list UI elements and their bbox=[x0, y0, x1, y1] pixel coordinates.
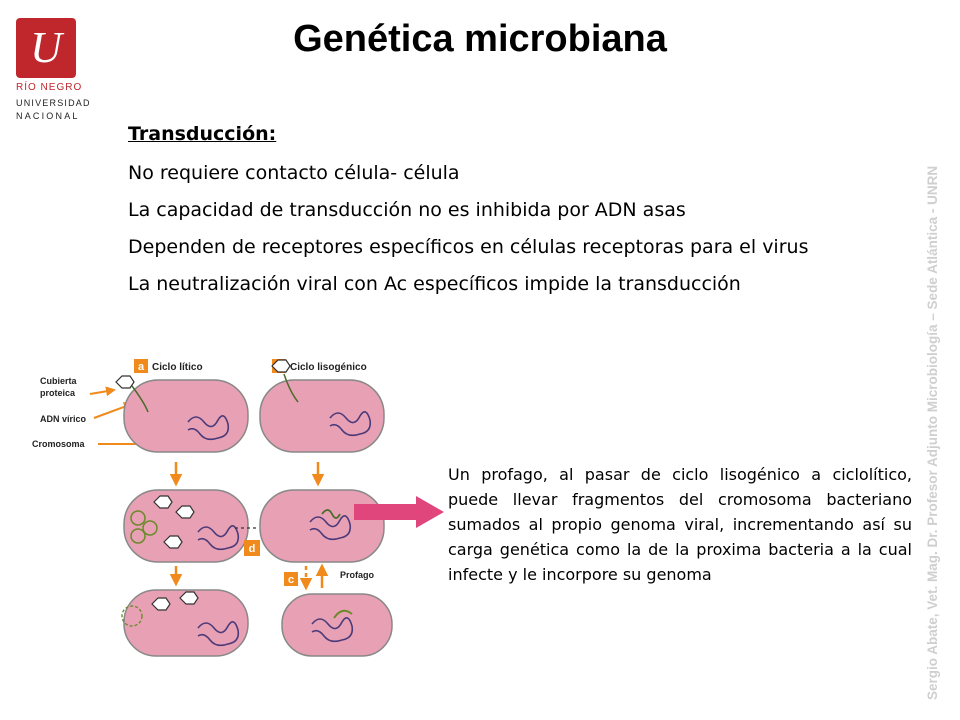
lysogenic-cell-1 bbox=[259, 379, 385, 453]
lytic-cell-1 bbox=[123, 379, 249, 453]
badge-d bbox=[244, 540, 260, 556]
label-prophage: Profago bbox=[340, 570, 375, 580]
bullet-item: La neutralización viral con Ac específic… bbox=[128, 273, 741, 295]
description-text: Un profago, al pasar de ciclo lisogénico… bbox=[448, 465, 912, 584]
label-capsid-1: Cubierta bbox=[40, 376, 78, 386]
lysogenic-cell-2 bbox=[259, 489, 385, 563]
bullet-item: No requiere contacto célula- célula bbox=[128, 162, 460, 184]
panel-b-title: Ciclo lisogénico bbox=[290, 362, 367, 373]
slide-title: Genética microbiana bbox=[293, 18, 667, 60]
badge-c bbox=[284, 572, 298, 586]
logo-text-nacional: NACIONAL bbox=[16, 111, 80, 121]
logo-text-universidad: UNIVERSIDAD bbox=[16, 98, 91, 108]
phage-cycle-diagram: a Ciclo lítico b Ciclo lisogénico Cubier… bbox=[32, 359, 393, 657]
bullet-item: Dependen de receptores específicos en cé… bbox=[128, 236, 809, 258]
label-chromosome: Cromosoma bbox=[32, 439, 86, 449]
main-text: Transducción: No requiere contacto célul… bbox=[128, 118, 908, 303]
logo-mark-letter: U bbox=[30, 23, 62, 72]
logo-text-rio-negro: RÍO NEGRO bbox=[16, 82, 83, 93]
phage-icon bbox=[271, 359, 291, 373]
chromosome-icon bbox=[187, 415, 230, 441]
panel-a-title: Ciclo lítico bbox=[152, 362, 203, 373]
university-logo: U RÍO NEGRO UNIVERSIDAD NACIONAL bbox=[14, 18, 110, 126]
lysogenic-cell-3 bbox=[281, 593, 393, 657]
letter-c: c bbox=[288, 574, 294, 586]
author-credit: Sergio Abate, Vet. Mag. Dr. Profesor Adj… bbox=[925, 165, 940, 700]
label-capsid-2: proteica bbox=[40, 388, 76, 398]
panel-a-letter: a bbox=[138, 361, 145, 373]
panel-a-badge bbox=[134, 359, 148, 373]
phage-icon bbox=[115, 375, 135, 389]
bullet-item: La capacidad de transducción no es inhib… bbox=[128, 199, 686, 221]
section-subtitle: Transducción: bbox=[128, 123, 277, 145]
lytic-cell-2 bbox=[123, 489, 249, 563]
pointer-arrow bbox=[354, 496, 444, 528]
logo-mark bbox=[16, 18, 76, 78]
label-dna: ADN vírico bbox=[40, 414, 87, 424]
chromosome-icon bbox=[329, 411, 372, 437]
letter-d: d bbox=[249, 543, 256, 555]
